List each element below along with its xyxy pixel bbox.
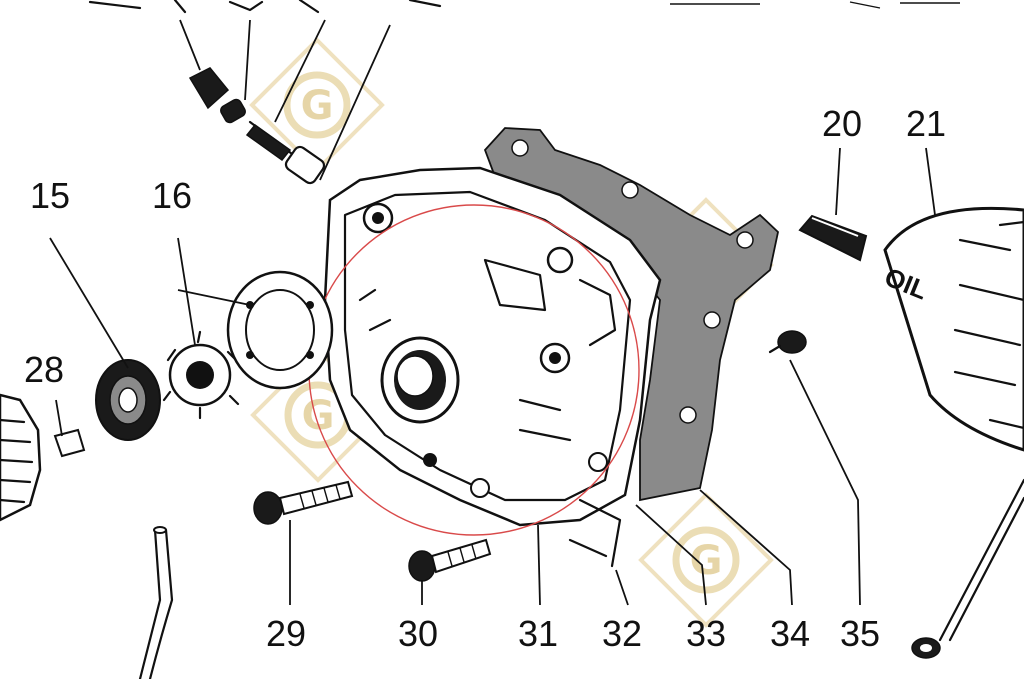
callout-31: 31 [518, 613, 558, 654]
top-cutoff-fragment [88, 0, 960, 14]
callout-16: 16 [152, 175, 192, 216]
screw-part-35 [768, 330, 807, 354]
seal-part-15 [95, 359, 161, 441]
svg-text:G: G [690, 538, 723, 584]
svg-text:G: G [302, 393, 335, 439]
oil-filter-part-21: OIL [880, 206, 1024, 452]
watermark-logo-4: G [638, 492, 774, 628]
gasket-part-34 [483, 127, 779, 502]
callout-35: 35 [840, 613, 880, 654]
callout-20: 20 [822, 103, 862, 144]
svg-text:G: G [301, 83, 334, 129]
callout-28: 28 [24, 349, 64, 390]
dipstick-washer [911, 478, 1024, 659]
callout-labels: 15 16 20 21 28 29 30 31 32 33 34 35 [24, 103, 946, 654]
oil-pickup-tube [138, 526, 174, 679]
inner-rotor-part-16 [162, 330, 240, 420]
callout-29: 29 [266, 613, 306, 654]
pin-part-32 [568, 498, 622, 568]
key-part-28 [53, 428, 86, 458]
outer-rotor-part-16 [226, 270, 334, 390]
callout-33: 33 [686, 613, 726, 654]
oil-pump-body-part-31 [323, 166, 662, 527]
bolt-part-30 [408, 538, 492, 582]
callout-21: 21 [906, 103, 946, 144]
leader-lines [49, 19, 936, 606]
crank-gear-fragment [0, 393, 42, 522]
union-part-20 [798, 214, 868, 262]
watermark-logo-3: G [250, 347, 386, 483]
bolt-top-left [188, 67, 326, 185]
callout-34: 34 [770, 613, 810, 654]
callout-32: 32 [602, 613, 642, 654]
bolt-part-29 [253, 480, 354, 525]
callout-15: 15 [30, 175, 70, 216]
callout-30: 30 [398, 613, 438, 654]
